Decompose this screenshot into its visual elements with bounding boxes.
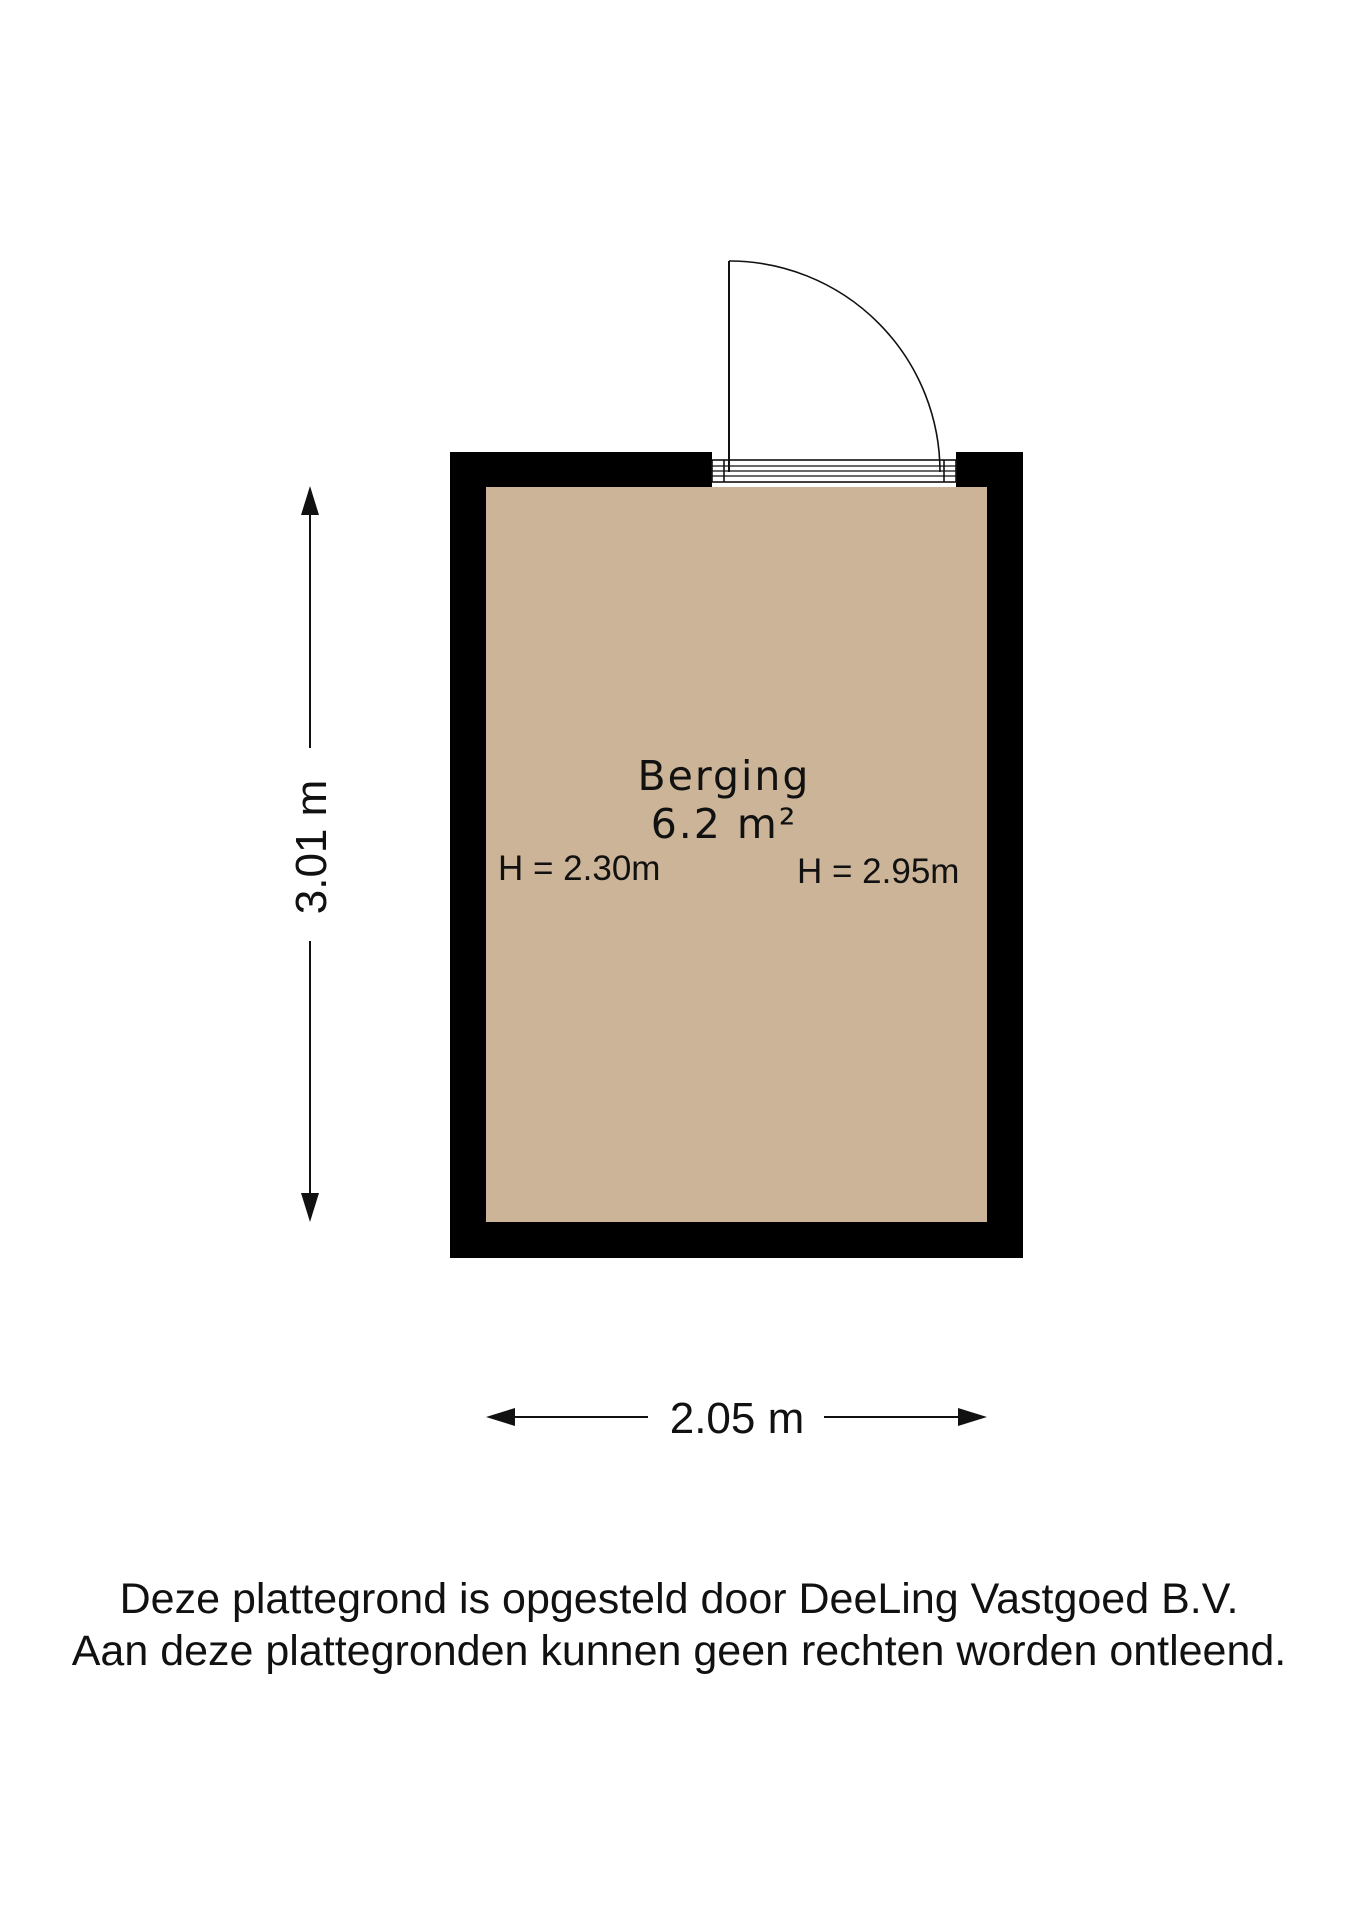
wall-top-left bbox=[450, 452, 712, 487]
room-height-left: H = 2.30m bbox=[498, 849, 660, 888]
wall-top-right bbox=[956, 452, 1023, 487]
door bbox=[711, 260, 957, 483]
height-dimension-label: 3.01 m bbox=[287, 780, 336, 915]
arrow-up-icon bbox=[301, 486, 319, 515]
height-dimension: 3.01 m bbox=[287, 486, 336, 1222]
width-dimension-label: 2.05 m bbox=[670, 1394, 805, 1443]
walls bbox=[450, 452, 1023, 1258]
width-dimension: 2.05 m bbox=[486, 1394, 987, 1443]
wall-right bbox=[987, 452, 1023, 1258]
arrow-down-icon bbox=[301, 1193, 319, 1222]
room-floor bbox=[486, 487, 987, 1222]
door-swing-arc bbox=[728, 260, 941, 473]
wall-left bbox=[450, 452, 486, 1258]
room-name: Berging bbox=[638, 752, 811, 800]
arrow-left-icon bbox=[486, 1408, 515, 1426]
disclaimer-line-2: Aan deze plattegronden kunnen geen recht… bbox=[71, 1627, 1287, 1675]
room-area: 6.2 m² bbox=[651, 800, 798, 848]
room-height-right: H = 2.95m bbox=[797, 852, 959, 891]
arrow-right-icon bbox=[958, 1408, 987, 1426]
wall-bottom bbox=[450, 1222, 1023, 1258]
disclaimer-line-1: Deze plattegrond is opgesteld door DeeLi… bbox=[119, 1575, 1239, 1623]
